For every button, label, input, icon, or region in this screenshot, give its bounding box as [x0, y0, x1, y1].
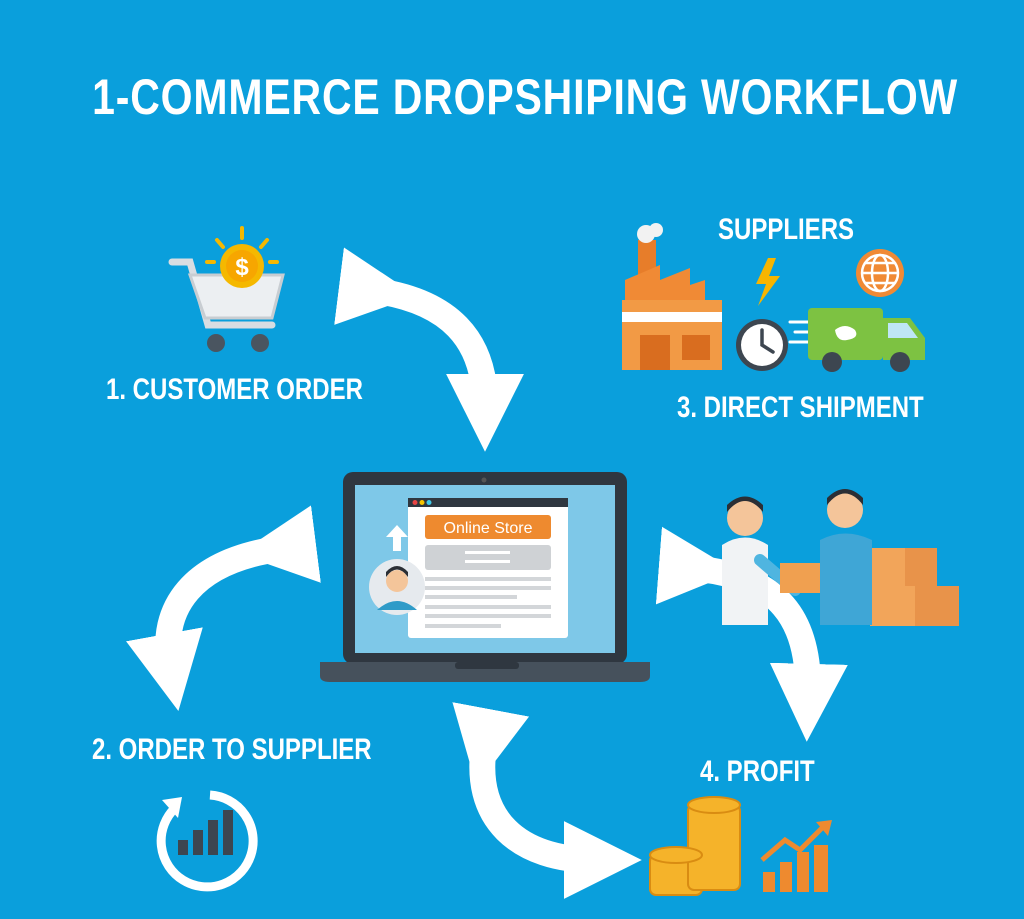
step-1-label: 1. CUSTOMER ORDER — [106, 373, 363, 406]
coin-stack-icon — [649, 796, 741, 896]
suppliers-label: SUPPLIERS — [718, 213, 855, 246]
arrow-order-to-store — [334, 247, 524, 452]
handshake-delivery-icon — [722, 489, 959, 626]
online-store-label: Online Store — [444, 520, 533, 537]
delivery-truck-icon — [788, 308, 925, 372]
step-2-label: 2. ORDER TO SUPPLIER — [92, 733, 372, 766]
step-3-label: 3. DIRECT SHIPMENT — [677, 391, 924, 424]
arrow-store-to-supplier — [126, 505, 321, 712]
lightning-icon — [756, 258, 780, 306]
arrow-shipment-to-store — [655, 526, 848, 742]
laptop-icon — [320, 472, 650, 682]
factory-icon — [622, 223, 722, 370]
page-title: 1-COMMERCE DROPSHIPING WORKFLOW — [92, 69, 959, 125]
customer-avatar — [369, 559, 425, 615]
arrow-store-to-profit — [452, 702, 642, 899]
refresh-chart-icon — [156, 790, 258, 892]
upload-arrow-icon — [386, 525, 408, 551]
clock-icon — [736, 319, 788, 371]
browser-window — [408, 498, 568, 638]
globe-icon — [856, 249, 904, 297]
shopping-cart-icon: $ — [168, 226, 285, 352]
svg-text:$: $ — [235, 254, 249, 281]
step-4-label: 4. PROFIT — [700, 755, 815, 788]
growth-chart-icon — [760, 820, 832, 892]
